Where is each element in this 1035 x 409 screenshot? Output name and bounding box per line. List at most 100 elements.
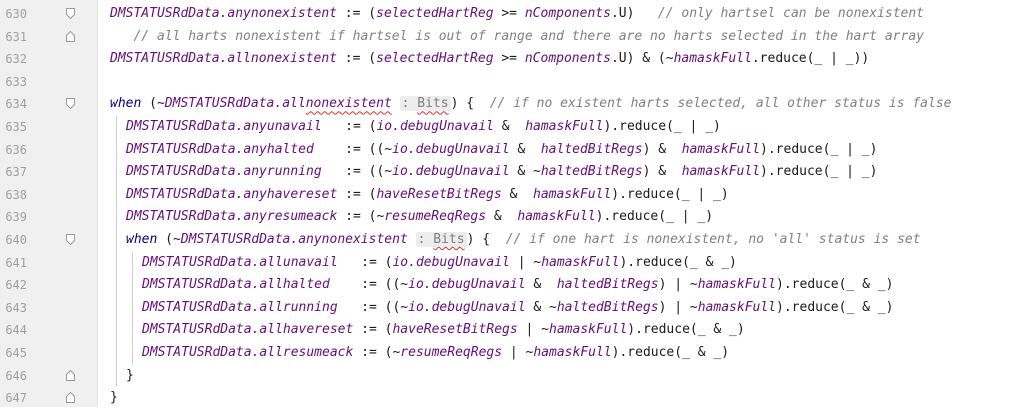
code-token: ) & [642,141,682,157]
code-text[interactable]: DMSTATUSRdData.allhavereset := (haveRese… [142,319,745,341]
code-token: := ( [336,51,377,67]
code-line[interactable]: 635 DMSTATUSRdData.anyunavail := (io.debu… [0,116,1035,138]
code-token: .reduce(_ | _)) [751,51,870,67]
code-line[interactable]: 631 // all harts nonexistent if hartsel … [0,26,1035,48]
fold-end-icon[interactable] [66,30,75,42]
code-token: & [493,119,526,134]
code-text[interactable]: DMSTATUSRdData.anyhavereset := (haveRese… [126,184,729,206]
identifier-token: haltedBitRegs [540,164,643,180]
line-number: 633 [5,74,27,89]
code-token: | ~ [517,322,550,338]
line-number-gutter[interactable] [0,0,97,407]
code-token: & [501,186,534,202]
identifier-token: DMSTATUSRdData.anynonexistent [180,232,408,247]
code-token: ).reduce(_ & _) [611,345,730,360]
code-token: := ((~ [337,299,409,315]
identifier-token: hamaskFull [681,164,761,180]
code-token [392,96,400,111]
code-text[interactable]: DMSTATUSRdData.allunavail := (io.debugUn… [142,252,737,274]
identifier-token: DMSTATUSRdData.allhavereset [142,322,354,338]
comment-token: // if no existent harts selected, all ot… [489,96,952,112]
line-number: 641 [5,255,27,270]
code-token: | ~ [509,254,542,270]
identifier-token: haveResetBitRegs [392,322,518,338]
identifier-token: io.debugUnavail [392,141,510,157]
code-line[interactable]: 630 DMSTATUSRdData.anynonexistent := (sel… [0,3,1035,25]
code-text[interactable]: DMSTATUSRdData.allnonexistent := (select… [110,48,869,70]
code-text[interactable]: } [110,387,118,409]
identifier-token: haveResetBitRegs [376,186,502,202]
fold-end-icon[interactable] [66,392,75,404]
identifier-token: nComponents [524,51,611,67]
code-text[interactable]: DMSTATUSRdData.anyhalted := ((~io.debugU… [126,139,877,161]
code-text[interactable]: DMSTATUSRdData.allhalted := ((~io.debugU… [142,274,893,296]
gutter-separator [97,0,98,407]
code-token: .U) [610,6,658,21]
code-text[interactable]: DMSTATUSRdData.allrunning := ((~io.debug… [142,297,893,319]
line-number: 647 [5,391,27,406]
line-number: 630 [5,7,27,21]
comment-token: // all harts nonexistent if hartsel is o… [110,28,924,44]
fold-open-icon[interactable] [66,234,75,245]
code-token: & [525,277,557,293]
line-number: 638 [5,187,27,202]
identifier-token: DMSTATUSRdData.anyresumeack [126,209,338,225]
code-token: := ( [337,254,393,270]
code-text[interactable]: DMSTATUSRdData.allresumeack := (~resumeR… [142,342,729,364]
code-text[interactable]: DMSTATUSRdData.anyrunning := ((~io.debug… [126,161,877,183]
code-line[interactable]: 638 DMSTATUSRdData.anyhavereset := (haveR… [0,184,1035,206]
code-line[interactable]: 634 when (~DMSTATUSRdData.allnonexistent … [0,93,1035,115]
identifier-token: DMSTATUSRdData.allresumeack [142,345,354,360]
code-line[interactable]: 633 [0,71,1035,93]
identifier-token: hamaskFull [533,345,612,360]
line-number: 635 [5,120,27,134]
identifier-token: DMSTATUSRdData.anyunavail [126,119,322,134]
identifier-token: hamaskFull [549,322,628,338]
line-number: 642 [5,278,27,293]
identifier-token: hamaskFull [681,141,761,157]
identifier-token: hamaskFull [533,186,612,202]
code-line[interactable]: 647} [0,387,1035,409]
fold-open-icon[interactable] [66,98,75,110]
code-token: := (~ [353,345,401,360]
code-line[interactable]: 644 DMSTATUSRdData.allhavereset := (haveR… [0,319,1035,341]
code-token: (~ [141,96,165,112]
identifier-token: DMSTATUSRdData.anyrunning [126,164,322,180]
code-text[interactable]: DMSTATUSRdData.anyunavail := (io.debugUn… [126,116,721,138]
identifier-token: haltedBitRegs [540,141,643,157]
code-text[interactable]: DMSTATUSRdData.anyresumeack := (~resumeR… [126,206,713,228]
code-token: := ((~ [313,141,393,157]
code-token: := ( [321,119,377,134]
code-text[interactable]: } [126,365,134,387]
code-token: ).reduce(_ & _) [619,254,737,270]
line-number: 645 [5,346,27,360]
spelling-warning: nonexistent [305,96,392,112]
fold-open-icon[interactable] [66,8,75,19]
code-line[interactable]: 646} [0,365,1035,387]
code-line[interactable]: 645 DMSTATUSRdData.allresumeack := (~resu… [0,342,1035,364]
identifier-token: resumeReqRegs [400,345,503,360]
line-number: 634 [5,97,27,112]
code-line[interactable]: 642 DMSTATUSRdData.allhalted := ((~io.deb… [0,274,1035,296]
code-text[interactable]: // all harts nonexistent if hartsel is o… [110,26,924,48]
fold-end-icon[interactable] [66,369,75,381]
code-line[interactable]: 641 DMSTATUSRdData.allunavail := (io.debu… [0,252,1035,274]
code-text[interactable]: when (~DMSTATUSRdData.anynonexistent : B… [126,229,921,251]
code-token: & ~ [525,299,557,315]
code-token: >= [493,51,525,67]
line-number: 639 [5,210,27,225]
code-text[interactable]: when (~DMSTATUSRdData.allnonexistent : B… [110,93,952,115]
code-token: ) & [642,164,682,180]
code-line[interactable]: 639 DMSTATUSRdData.anyresumeack := (~resu… [0,206,1035,228]
spelling-warning: Bits [417,96,449,112]
code-text[interactable]: DMSTATUSRdData.anynonexistent := (select… [110,3,924,25]
line-number: 644 [5,323,27,338]
indent-guide [116,116,117,388]
identifier-token: io.debugUnavail [408,299,526,315]
